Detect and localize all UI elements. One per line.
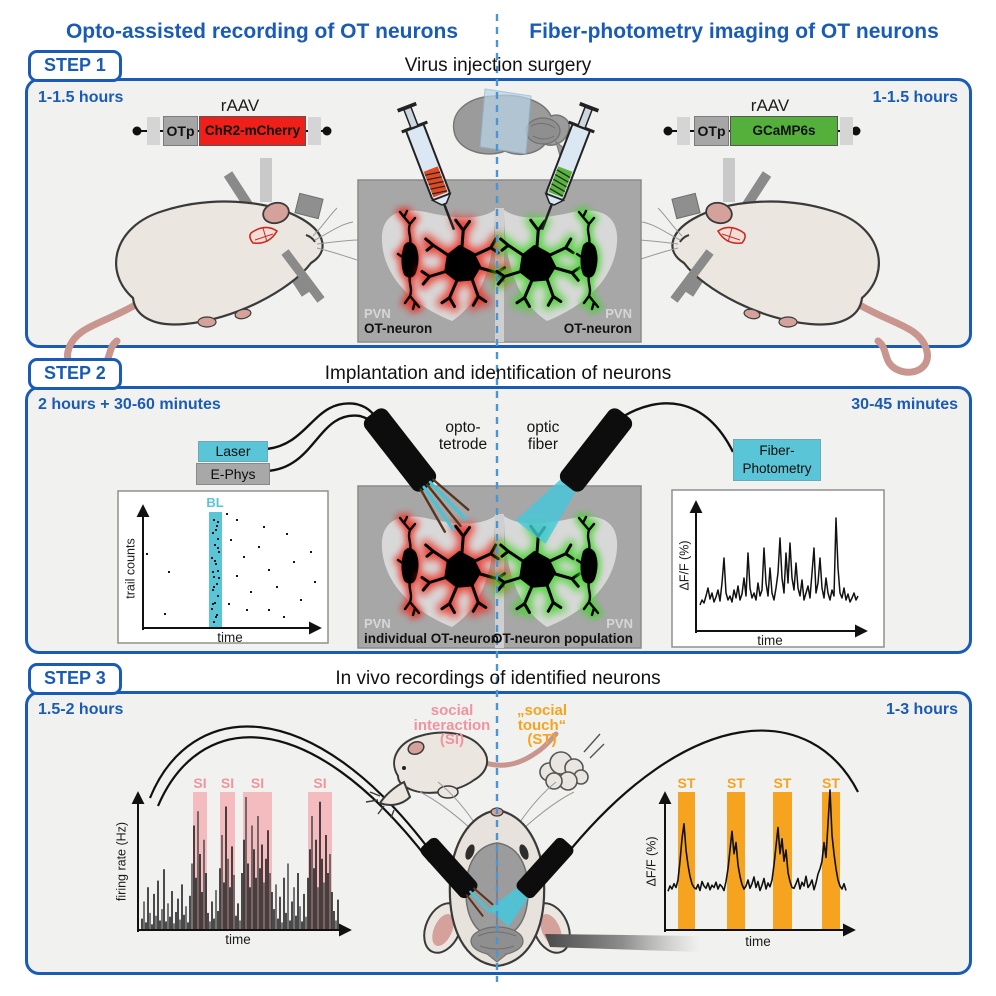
si-line1: social	[430, 702, 474, 719]
optic-fiber-label-line2: fiber	[527, 436, 559, 453]
laser-box: Laser	[198, 441, 268, 462]
st-line1: „social	[516, 702, 568, 719]
right-gene-box: GCaMP6s	[730, 116, 838, 146]
step3-left-xlabel: time	[225, 932, 251, 947]
ephys-box: E-Phys	[196, 463, 270, 485]
step3-right-duration: 1-3 hours	[885, 701, 958, 718]
step2-tab: STEP 2	[28, 358, 122, 390]
left-construct-label: rAAV	[220, 96, 260, 115]
step1-right-duration: 1-1.5 hours	[872, 89, 958, 106]
step2-right-xlabel: time	[757, 633, 783, 648]
step1-right-cell: OT-neuron	[563, 321, 632, 336]
step2-left-xlabel: time	[217, 630, 243, 645]
social-touch-label: „social touch“ (ST)	[502, 702, 582, 748]
step3-right-ylabel: ΔF/F (%)	[644, 836, 659, 887]
right-construct-label: rAAV	[750, 96, 790, 115]
step3-left-ylabel: firing rate (Hz)	[114, 821, 129, 902]
step2-right-cell: OT-neuron population	[492, 631, 633, 646]
step2-left-duration: 2 hours + 30-60 minutes	[38, 396, 221, 413]
baseline-marker-label: BL	[206, 495, 224, 510]
optotetrode-label-line2: tetrode	[438, 436, 488, 453]
step1-title: Virus injection surgery	[404, 55, 592, 76]
photometry-line2: Photometry	[742, 461, 812, 476]
step2-left-region: PVN	[364, 616, 391, 631]
step1-left-duration: 1-1.5 hours	[38, 89, 124, 106]
step1-right-region: PVN	[605, 306, 632, 321]
step1-left-cell: OT-neuron	[364, 321, 433, 336]
photometry-box: Fiber- Photometry	[733, 439, 821, 481]
step1-tab: STEP 1	[28, 50, 122, 82]
photometry-line1: Fiber-	[759, 443, 795, 458]
step2-right-ylabel: ΔF/F (%)	[677, 540, 692, 591]
step3-left-duration: 1.5-2 hours	[38, 701, 124, 718]
left-gene-box: ChR2-mCherry	[199, 116, 306, 146]
step1-left-region: PVN	[364, 306, 391, 321]
step2-title: Implantation and identification of neuro…	[324, 363, 672, 384]
optotetrode-label: opto- tetrode	[424, 419, 502, 453]
left-promoter-box: OTp	[163, 116, 198, 146]
st-line2: touch“	[517, 716, 567, 734]
step2-right-region: PVN	[606, 616, 633, 631]
step3-title: In vivo recordings of identified neurons	[335, 668, 661, 689]
step2-left-ylabel: trail counts	[123, 538, 138, 599]
step2-right-duration: 30-45 minutes	[851, 396, 958, 413]
si-line3: (SI)	[439, 731, 465, 748]
st-line3: (ST)	[527, 731, 557, 748]
right-promoter-box: OTp	[694, 116, 729, 146]
step3-right-xlabel: time	[745, 934, 771, 949]
right-column-title: Fiber-photometry imaging of OT neurons	[529, 20, 939, 43]
optic-fiber-label: optic fiber	[512, 419, 574, 453]
step3-tab: STEP 3	[28, 663, 122, 695]
left-column-title: Opto-assisted recording of OT neurons	[65, 20, 459, 43]
optic-fiber-label-line1: optic	[526, 419, 560, 436]
social-interaction-label: social interaction (SI)	[404, 702, 500, 748]
optotetrode-label-line1: opto-	[445, 419, 481, 436]
